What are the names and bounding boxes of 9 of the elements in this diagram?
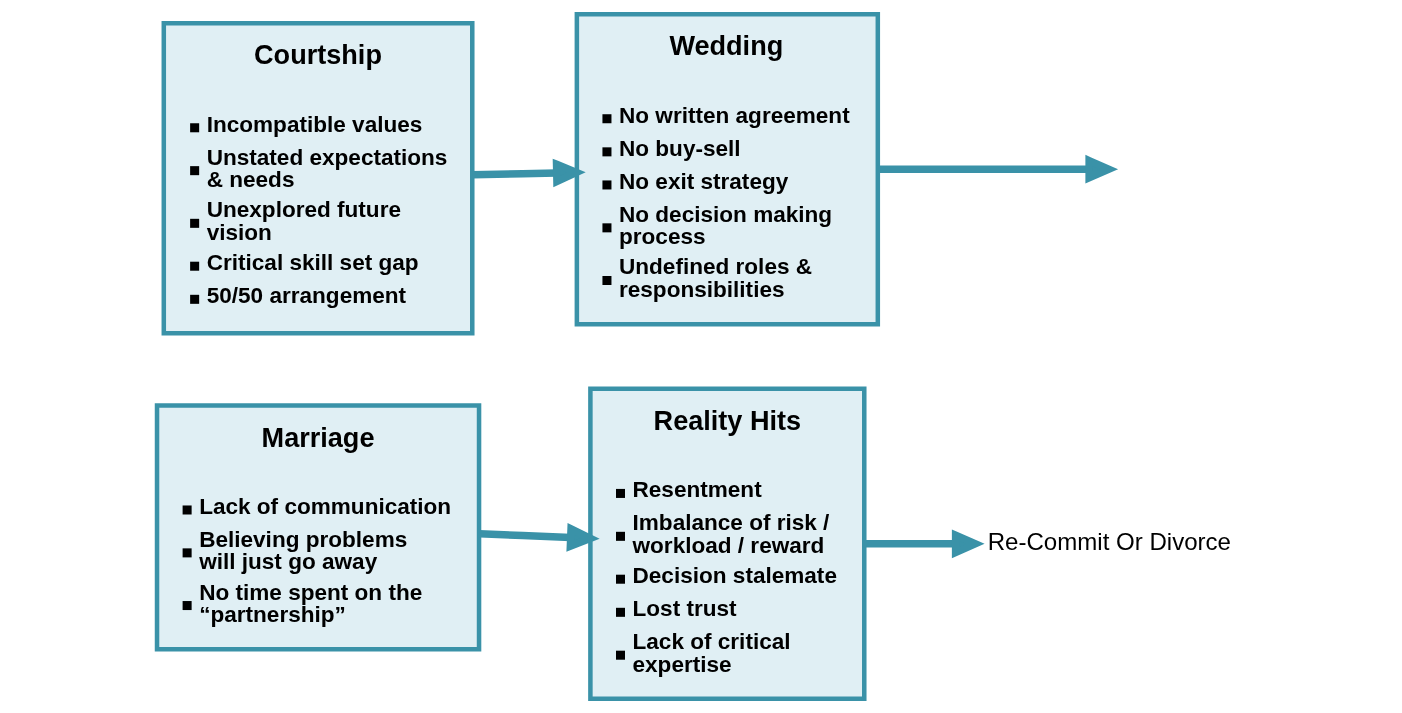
node-box: Reality Hits Resentment Imbalance of risk / workload / reward Decision stalemate Lost trust Lack of critical expertise: [588, 386, 867, 702]
arrow: [479, 523, 600, 552]
node-box: Courtship Incompatible values Unstated expectations & needs Unexplored future vision Critical skill set gap 50/50 arrangement: [161, 20, 475, 336]
node-box: Marriage Lack of communication Believing problems will just go away No time spent on the “partnership”: [154, 403, 482, 652]
arrow: [472, 158, 586, 188]
arrow: [864, 529, 985, 559]
arrow: [877, 154, 1119, 184]
node-text: Re-Commit Or Divorce: [987, 527, 1231, 555]
node-box: Wedding No written agreement No buy-sell No exit strategy No decision making process Undefined roles & responsibilities: [574, 11, 881, 327]
